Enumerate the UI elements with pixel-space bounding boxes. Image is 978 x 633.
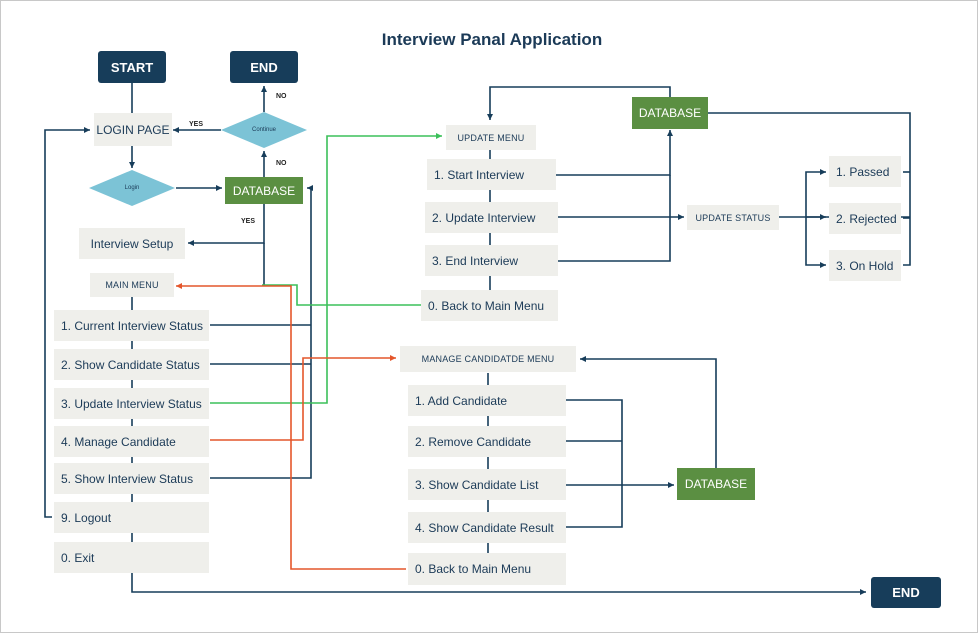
update-start-interview: 1. Start Interview bbox=[427, 159, 556, 190]
database-node-left: DATABASE bbox=[225, 177, 303, 204]
login-page-node: LOGIN PAGE bbox=[94, 113, 172, 146]
label-yes-login: YES bbox=[189, 121, 204, 128]
interview-setup-node: Interview Setup bbox=[79, 228, 185, 259]
update-back-to-main-menu: 0. Back to Main Menu bbox=[421, 290, 558, 321]
manage-remove-candidate: 2. Remove Candidate bbox=[408, 426, 566, 457]
manage-add-candidate: 1. Add Candidate bbox=[408, 385, 566, 416]
menu-exit: 0. Exit bbox=[54, 542, 209, 573]
edge-status-db-5 bbox=[210, 185, 313, 479]
edge-logout-login bbox=[44, 127, 90, 518]
edge-manage-to-manage-menu bbox=[210, 355, 396, 441]
status-rejected: 2. Rejected bbox=[829, 203, 901, 234]
login-diamond bbox=[89, 170, 175, 206]
edge-update-status-to-update-menu bbox=[210, 133, 442, 404]
main-menu-node: MAIN MENU bbox=[90, 273, 174, 297]
menu-show-candidate-status: 2. Show Candidate Status bbox=[54, 349, 209, 380]
edge-add-db bbox=[566, 399, 623, 528]
login-decision-label: Login bbox=[124, 185, 140, 191]
edge-db-status-rail bbox=[708, 112, 911, 266]
update-status-node: UPDATE STATUS bbox=[687, 205, 779, 230]
database-node-update: DATABASE bbox=[632, 97, 708, 129]
update-menu-node: UPDATE MENU bbox=[446, 125, 536, 150]
edge-exit-end bbox=[131, 589, 866, 595]
diagram-title: Interview Panal Application bbox=[381, 30, 603, 49]
menu-update-interview-status: 3. Update Interview Status bbox=[54, 388, 209, 419]
label-no-login: NO bbox=[276, 160, 287, 167]
edge-start-db bbox=[556, 130, 673, 176]
database-node-manage: DATABASE bbox=[677, 468, 755, 500]
manage-back-to-main-menu: 0. Back to Main Menu bbox=[408, 553, 566, 585]
edge-end-db bbox=[558, 175, 671, 262]
update-end-interview: 3. End Interview bbox=[425, 245, 558, 276]
update-update-interview: 2. Update Interview bbox=[425, 202, 558, 233]
continue-decision-label: Continue bbox=[251, 127, 277, 133]
status-on-hold: 3. On Hold bbox=[829, 250, 901, 281]
edge-back-to-main-from-manage bbox=[176, 283, 406, 570]
end-node-top: END bbox=[230, 51, 298, 83]
edge-db-managemenu bbox=[580, 356, 717, 468]
manage-show-candidate-result: 4. Show Candidate Result bbox=[408, 512, 566, 543]
menu-logout: 9. Logout bbox=[54, 502, 209, 533]
start-node: START bbox=[98, 51, 166, 83]
end-node-bottom: END bbox=[871, 577, 941, 608]
edge-db-updatemenu bbox=[487, 86, 671, 120]
status-passed: 1. Passed bbox=[829, 156, 901, 187]
menu-current-interview-status: 1. Current Interview Status bbox=[54, 310, 209, 341]
menu-manage-candidate: 4. Manage Candidate bbox=[54, 426, 209, 457]
edge-back-to-main-from-update bbox=[262, 284, 421, 306]
manage-show-candidate-list: 3. Show Candidate List bbox=[408, 469, 566, 500]
menu-show-interview-status: 5. Show Interview Status bbox=[54, 463, 209, 494]
label-no-continue: NO bbox=[276, 93, 287, 100]
manage-candidate-menu-node: MANAGE CANDIDATDE MENU bbox=[400, 346, 576, 372]
edge-status-options bbox=[805, 169, 826, 217]
continue-diamond bbox=[221, 112, 307, 148]
label-yes-db: YES bbox=[241, 218, 256, 225]
